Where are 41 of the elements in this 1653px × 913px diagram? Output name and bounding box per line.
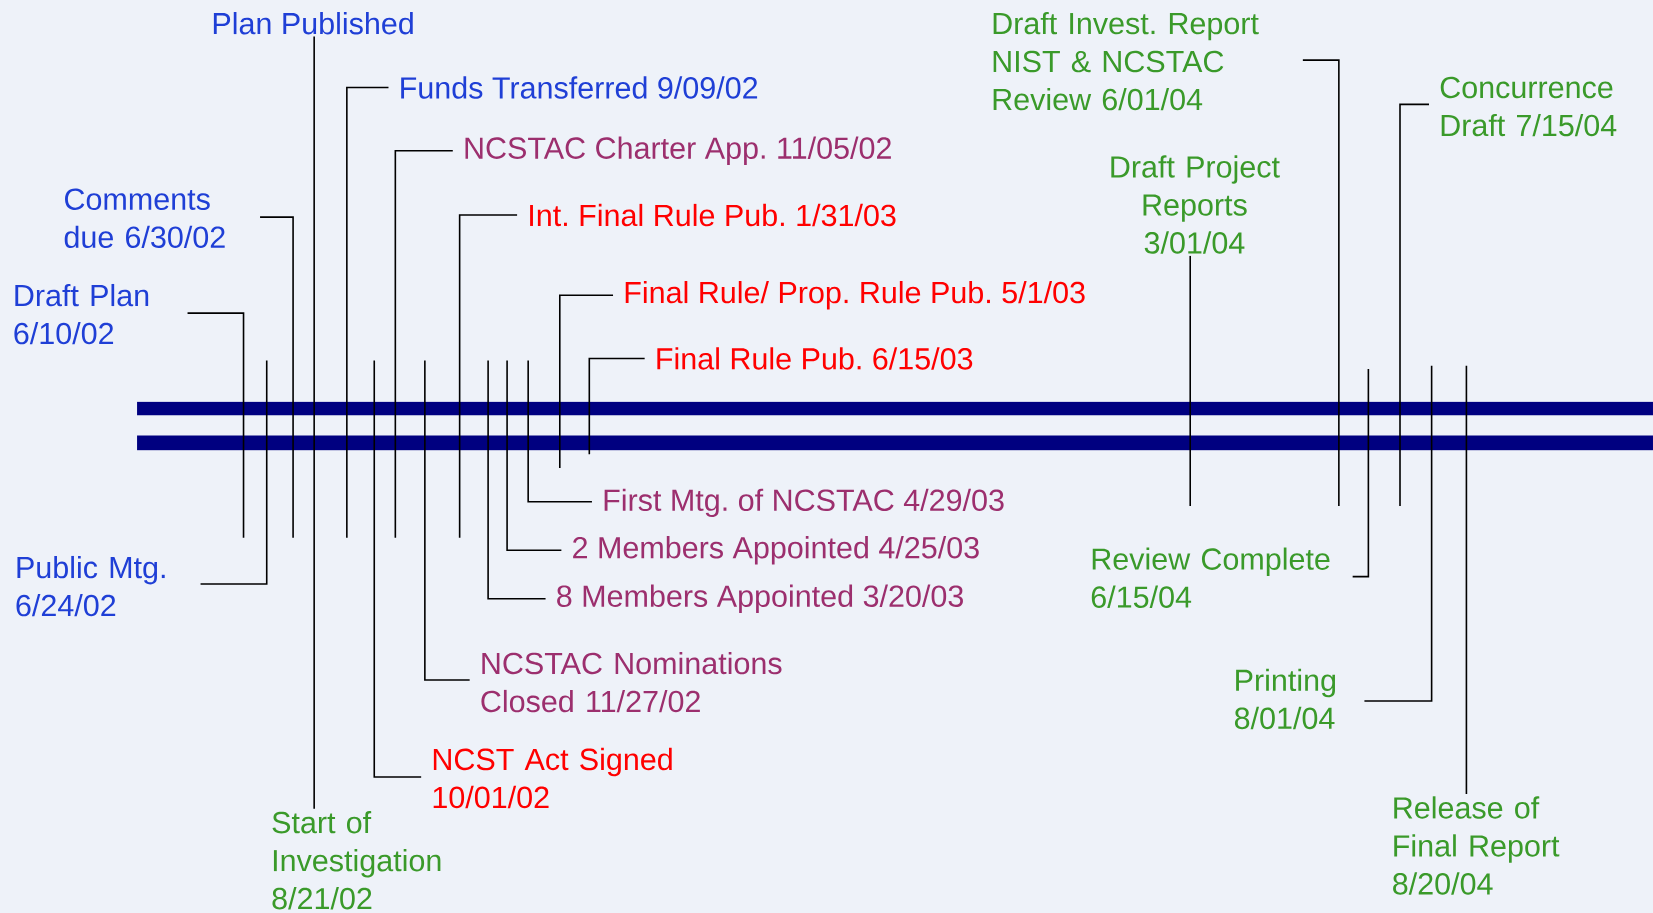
leader-line — [1465, 365, 1468, 795]
event-label: 2 Members Appointed 4/25/03 — [573, 536, 979, 565]
leader-line — [458, 214, 518, 539]
leader-line — [588, 357, 646, 456]
leader-line — [506, 359, 563, 552]
event-label: First Mtg. of NCSTAC 4/29/03 — [604, 488, 1004, 518]
event-label: NCSTAC Charter App. 11/05/02 — [465, 136, 891, 165]
event-label: Comments due 6/30/02 — [64, 188, 225, 249]
leader-line — [373, 359, 422, 778]
event-label: Final Rule/ Prop. Rule Pub. 5/1/03 — [625, 281, 1085, 310]
event-label: Plan Published — [213, 12, 413, 35]
leader-line — [527, 359, 593, 503]
leader-line — [424, 359, 471, 681]
event-label: NCSTAC Nominations Closed 11/27/02 — [481, 651, 782, 713]
leader-line — [1363, 365, 1433, 702]
leader-line — [559, 294, 614, 469]
event-label: Int. Final Rule Pub. 1/31/03 — [530, 203, 896, 227]
event-label: NCST Act Signed 10/01/02 — [433, 747, 672, 809]
leader-line — [259, 216, 294, 539]
leader-line — [199, 359, 268, 585]
event-label: Draft Project Reports 3/01/04 — [1111, 155, 1280, 254]
event-label: 8 Members Appointed 3/20/03 — [557, 584, 963, 614]
event-label: Release of Final Report 8/20/04 — [1393, 796, 1560, 895]
event-label: Final Rule Pub. 6/15/03 — [657, 347, 973, 370]
event-label: Public Mtg. 6/24/02 — [16, 556, 165, 617]
leader-line — [186, 312, 245, 539]
event-label: Concurrence Draft 7/15/04 — [1440, 76, 1617, 137]
event-label: Printing 8/01/04 — [1234, 668, 1336, 730]
leader-line — [1399, 103, 1430, 507]
leader-line — [394, 150, 454, 539]
leader-line — [487, 359, 547, 600]
event-label: Draft Invest. Report NIST & NCSTAC Review 6/01/04 — [993, 12, 1259, 111]
leader-line — [1189, 255, 1191, 507]
leader-line — [1351, 368, 1370, 578]
event-label: Start of Investigation 8/21/02 — [272, 811, 441, 910]
leader-line — [1302, 59, 1340, 507]
event-label: Funds Transferred 9/09/02 — [401, 76, 758, 99]
leader-line — [313, 35, 315, 810]
leader-line — [346, 86, 390, 539]
event-label: Review Complete 6/15/04 — [1091, 547, 1330, 608]
event-label: Draft Plan 6/10/02 — [14, 284, 149, 345]
